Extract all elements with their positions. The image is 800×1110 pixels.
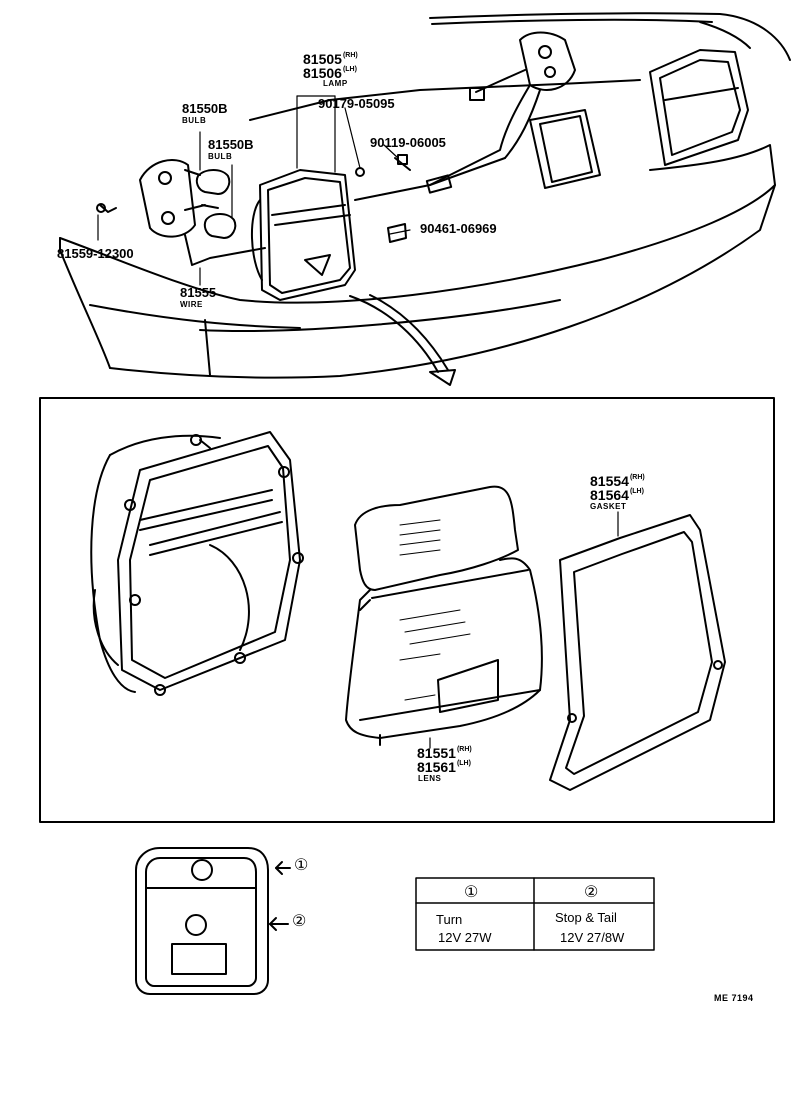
gasket-rh-label: 81554(RH)	[590, 473, 645, 489]
housing-detail	[90, 431, 304, 696]
lamp-lh-label: 81506(LH)	[303, 65, 357, 81]
car-rear-body	[59, 12, 791, 379]
lens-lh-label: 81561(LH)	[417, 759, 471, 775]
screw3-label: 81559-12300	[57, 246, 134, 261]
marker-2: ②	[292, 913, 307, 930]
screw1-label: 90179-05095	[318, 96, 395, 111]
bulb1-name: BULB	[182, 116, 207, 125]
table-col2-head: ②	[584, 884, 599, 901]
table-col2-line2: 12V 27/8W	[560, 930, 625, 945]
leader-lines-detail	[429, 511, 619, 749]
lamp-rh-label: 81505(RH)	[303, 51, 358, 67]
wire-harness	[184, 157, 506, 266]
bulb-socket-plate	[139, 159, 206, 238]
lamp-face-drawing	[135, 847, 269, 995]
bulb1-label: 81550B	[182, 101, 228, 116]
clip-label: 90461-06969	[420, 221, 497, 236]
table-col2-line1: Stop & Tail	[555, 910, 617, 925]
leader-lines-top	[97, 95, 411, 286]
bulb-spec-table	[415, 877, 655, 951]
lamp-name: LAMP	[323, 79, 348, 88]
lens-rh-label: 81551(RH)	[417, 745, 472, 761]
detail-arrow	[349, 294, 456, 386]
gasket-name: GASKET	[590, 502, 627, 511]
marker-arrows	[269, 861, 291, 931]
wire-name: WIRE	[180, 300, 203, 309]
gasket-detail	[549, 514, 726, 791]
lens-texture	[399, 519, 471, 701]
table-col1-head: ①	[464, 884, 479, 901]
rh-tail-light	[649, 49, 749, 166]
marker-1: ①	[294, 857, 309, 874]
bulb2-name: BULB	[208, 152, 233, 161]
lens-detail	[345, 485, 543, 746]
bulb2-label: 81550B	[208, 137, 254, 152]
gasket-lh-label: 81564(LH)	[590, 487, 644, 503]
fasteners	[96, 154, 411, 243]
diagram-code: ME 7194	[714, 993, 754, 1003]
wire-label: 81555	[180, 285, 217, 300]
detail-frame	[39, 397, 775, 823]
lens-name: LENS	[418, 774, 442, 783]
bulbs	[195, 169, 237, 239]
license-plate-recess	[529, 109, 601, 189]
table-col1-line2: 12V 27W	[438, 930, 492, 945]
lamp-housing	[251, 169, 381, 301]
table-col1-line1: Turn	[436, 912, 463, 927]
screw2-label: 90119-06005	[370, 135, 446, 150]
socket-assembly	[429, 31, 576, 186]
